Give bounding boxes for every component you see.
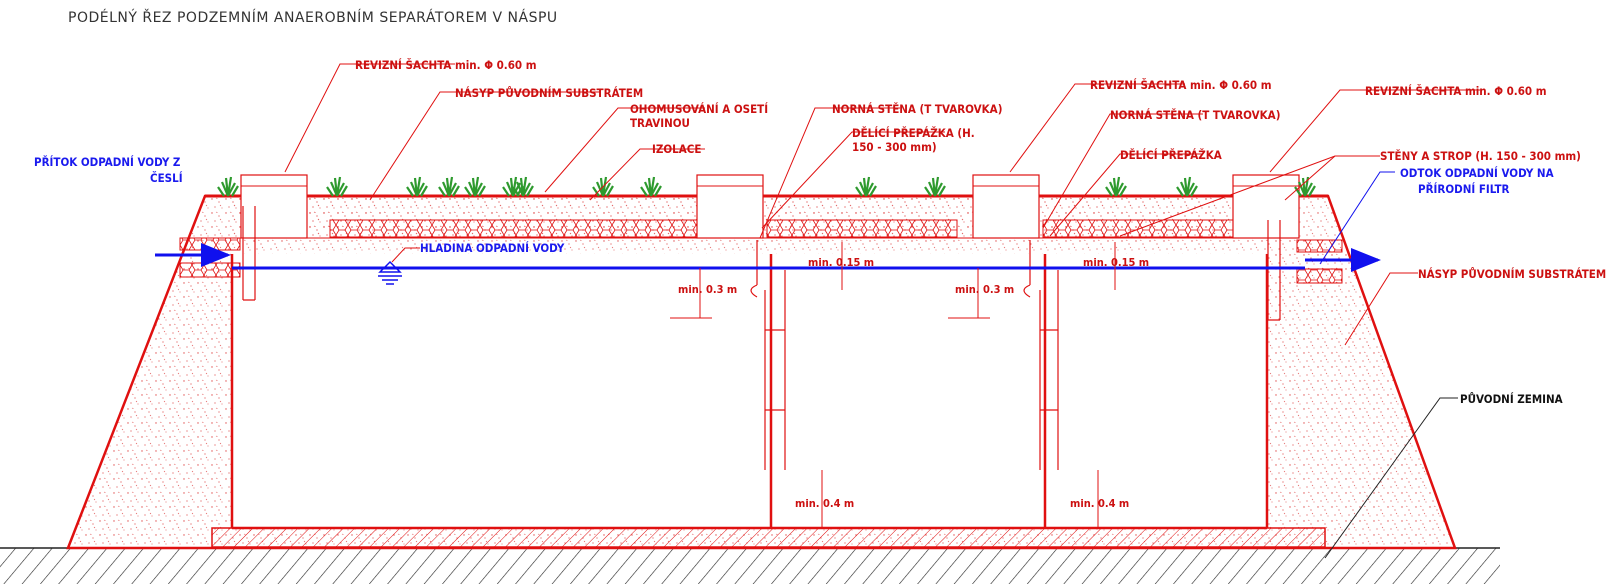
label-pritok-2: ČESLÍ	[150, 170, 183, 185]
label-nasyp-top: NÁSYP PŮVODNÍM SUBSTRÁTEM	[455, 85, 643, 100]
original-soil	[0, 547, 1500, 584]
grass-tuft	[1176, 176, 1198, 197]
label-norna-stena-2: NORNÁ STĚNA (T TVAROVKA)	[1110, 107, 1280, 122]
baffle-walls	[242, 206, 1281, 470]
label-hladina: HLADINA ODPADNÍ VODY	[420, 240, 565, 255]
label-revizni-sachta-1: REVIZNÍ ŠACHTA min. Φ 0.60 m	[355, 57, 537, 72]
dim-min-04-b: min. 0.4 m	[1070, 497, 1129, 510]
grass-tuft	[640, 176, 662, 197]
grass-tuft	[326, 176, 348, 197]
tank-body	[230, 254, 1269, 530]
odtok-leader	[1319, 171, 1395, 265]
inspection-shafts	[240, 174, 1300, 239]
grass-tuft	[924, 176, 946, 197]
label-delici-2: DĚLÍCÍ PŘEPÁŽKA	[1120, 147, 1222, 162]
label-izolace: IZOLACE	[652, 142, 701, 156]
dimension-marks	[670, 242, 1116, 528]
label-revizni-sachta-2: REVIZNÍ ŠACHTA min. Φ 0.60 m	[1090, 77, 1272, 92]
foundation-slab	[211, 527, 1326, 548]
water-level	[155, 243, 1381, 285]
grass-tuft	[464, 176, 486, 197]
page-title: PODÉLNÝ ŘEZ PODZEMNÍM ANAEROBNÍM SEPARÁT…	[68, 10, 558, 26]
grass-tuft	[1105, 176, 1127, 197]
label-revizni-sachta-3: REVIZNÍ ŠACHTA min. Φ 0.60 m	[1365, 83, 1547, 98]
grass-tuft	[502, 176, 524, 197]
grass-tuft	[438, 176, 460, 197]
grass-tuft	[855, 176, 877, 197]
label-delici-1a: DĚLÍCÍ PŘEPÁŽKA (H.	[852, 125, 975, 140]
label-ohumus-1: OHOMUSOVÁNÍ A OSETÍ	[630, 101, 768, 116]
label-nasyp-right: NÁSYP PŮVODNÍM SUBSTRÁTEM	[1418, 266, 1606, 281]
label-norna-stena-1: NORNÁ STĚNA (T TVAROVKA)	[832, 101, 1002, 116]
dim-min-03-b: min. 0.3 m	[955, 283, 1014, 296]
dim-min-04-a: min. 0.4 m	[795, 497, 854, 510]
label-odtok-1: ODTOK ODPADNÍ VODY NA	[1400, 165, 1554, 180]
label-puvodni-zemina: PŮVODNÍ ZEMINA	[1460, 391, 1563, 406]
grass-tuft	[1294, 176, 1316, 197]
grass-plants	[217, 176, 1316, 197]
grass-tuft	[217, 176, 239, 197]
ground-leader	[1324, 397, 1458, 559]
dim-min-015-b: min. 0.15 m	[1083, 256, 1149, 269]
grass-tuft	[406, 176, 428, 197]
label-delici-1b: 150 - 300 mm)	[852, 140, 937, 154]
grass-tuft	[592, 176, 614, 197]
grass-tuft	[512, 176, 534, 197]
leader-lines	[284, 63, 1480, 346]
label-odtok-2: PŘÍRODNÍ FILTR	[1418, 181, 1510, 196]
label-ohumus-2: TRAVINOU	[630, 116, 690, 130]
label-pritok-1: PŘÍTOK ODPADNÍ VODY Z	[34, 154, 181, 169]
dim-min-015-a: min. 0.15 m	[808, 256, 874, 269]
label-steny-strop: STĚNY A STROP (H. 150 - 300 mm)	[1380, 148, 1581, 163]
dim-min-03-a: min. 0.3 m	[678, 283, 737, 296]
